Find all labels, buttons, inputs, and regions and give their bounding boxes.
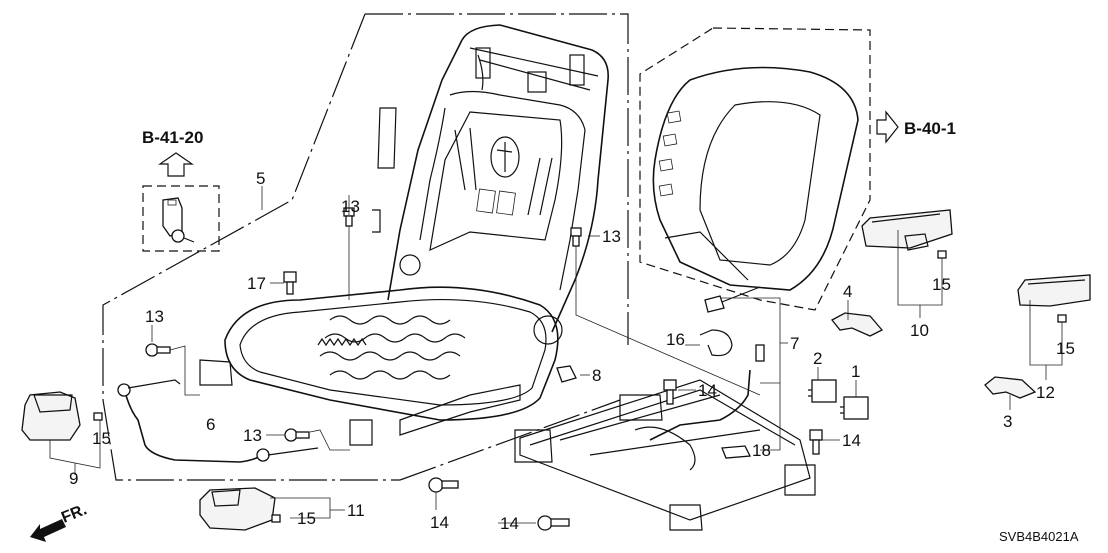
leader-lines: [49, 186, 1063, 524]
callout-2[interactable]: 2: [813, 349, 822, 368]
callout-18[interactable]: 18: [752, 441, 771, 460]
callout-14-right[interactable]: 14: [842, 431, 861, 450]
front-arrow-icon: [30, 519, 66, 542]
callout-8[interactable]: 8: [592, 366, 601, 385]
part-6-harness: [117, 379, 319, 463]
part-15-clip-b: [271, 514, 281, 523]
front-label: FR.: [59, 501, 89, 526]
callout-15-left[interactable]: 15: [92, 429, 111, 448]
callout-10[interactable]: 10: [910, 321, 929, 340]
callout-5[interactable]: 5: [256, 169, 265, 188]
callout-4[interactable]: 4: [843, 282, 852, 301]
callout-13-top[interactable]: 13: [341, 197, 360, 216]
callout-14-bottom-right[interactable]: 14: [500, 514, 519, 533]
callout-13-right[interactable]: 13: [602, 227, 621, 246]
part-16-band: [699, 329, 733, 357]
ref-b-41-20-label[interactable]: B-41-20: [142, 128, 203, 147]
part-9-foot-cover: [21, 391, 81, 441]
arrow-right-icon: [876, 110, 899, 144]
callout-7[interactable]: 7: [790, 334, 799, 353]
ref-b-40-1[interactable]: B-40-1: [876, 110, 956, 144]
callout-9[interactable]: 9: [69, 469, 78, 488]
front-indicator: FR.: [30, 501, 89, 542]
callout-16[interactable]: 16: [666, 330, 685, 349]
part-15-clip-a: [93, 412, 103, 421]
drawing-code: SVB4B4021A: [999, 529, 1079, 544]
part-15-clip-d: [1057, 314, 1067, 323]
seat-back-trim-enclosure: [639, 27, 871, 313]
seat-back-frame: [372, 24, 609, 333]
callouts: 1 2 3 4 5 6 7 8 9 10 11 12 13 13 13 13 1…: [69, 169, 1075, 533]
callout-12[interactable]: 12: [1036, 383, 1055, 402]
callout-13-left[interactable]: 13: [145, 307, 164, 326]
part-1-switch: [840, 396, 869, 420]
part-15-clip-c: [937, 250, 947, 259]
part-2-switch: [808, 379, 837, 403]
callout-15-upper-right[interactable]: 15: [932, 275, 951, 294]
b-41-20-sensor-box: [142, 185, 220, 252]
seat-track: [514, 379, 816, 531]
part-12-cover: [1017, 274, 1091, 307]
part-4-cap: [831, 312, 884, 337]
arrow-up-icon: [158, 152, 194, 177]
callout-11[interactable]: 11: [347, 501, 365, 520]
part-7-harness: [649, 344, 765, 441]
part-11-foot-cover: [199, 487, 276, 531]
seat-cushion-frame: [199, 254, 563, 446]
ref-b-40-1-label[interactable]: B-40-1: [904, 119, 956, 138]
part-3-cap: [984, 376, 1037, 399]
part-18-clip: [721, 445, 752, 459]
part-10-cover: [861, 209, 953, 251]
part-8-clip: [556, 365, 577, 383]
callout-3[interactable]: 3: [1003, 412, 1012, 431]
callout-1[interactable]: 1: [851, 362, 860, 381]
callout-15-bottom[interactable]: 15: [297, 509, 316, 528]
seat-frame-enclosure: [102, 13, 629, 481]
callout-6[interactable]: 6: [206, 415, 215, 434]
bolts: [145, 207, 823, 531]
callout-17[interactable]: 17: [247, 274, 266, 293]
callout-14-mid[interactable]: 14: [698, 381, 717, 400]
callout-15-far-right[interactable]: 15: [1056, 339, 1075, 358]
callout-13-lower[interactable]: 13: [243, 426, 262, 445]
ref-b-41-20[interactable]: B-41-20: [142, 128, 203, 177]
callout-14-bottom[interactable]: 14: [430, 513, 449, 532]
